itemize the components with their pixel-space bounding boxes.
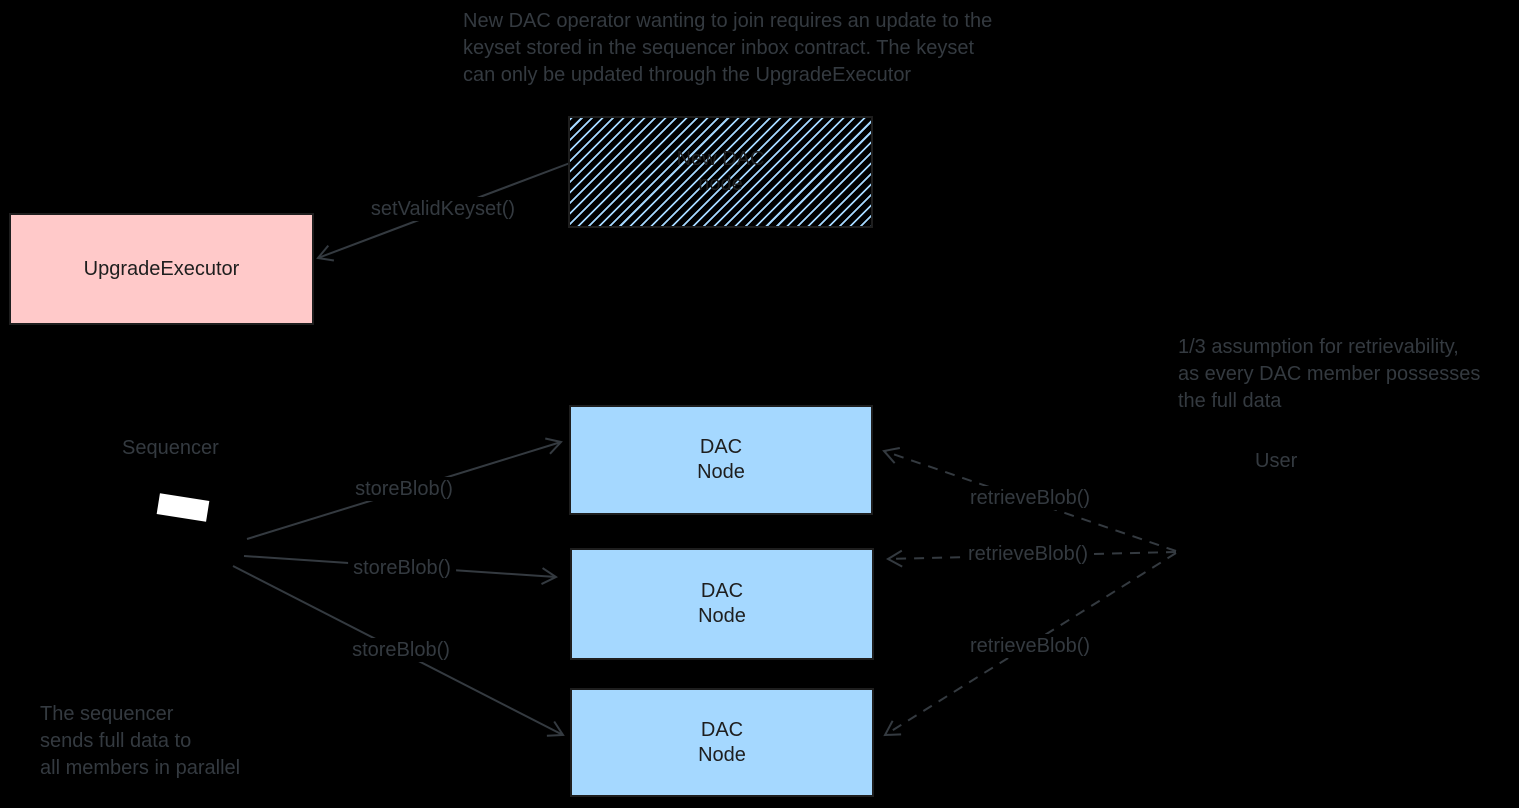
sequencer-note-line: sends full data to (40, 730, 192, 752)
retrieve-blob-label-1: retrieveBlob() (964, 486, 1096, 510)
retrievability-note-line: as every DAC member possesses (1178, 363, 1481, 385)
new-dac-node-label: New DAC (676, 148, 765, 170)
dac-node-label: Node (698, 605, 746, 627)
dac-node-label: DAC (699, 436, 743, 458)
user-label: User (1255, 450, 1298, 472)
set-valid-keyset-label: setValidKeyset() (365, 197, 521, 221)
dac-node-box-2: DAC Node (570, 548, 874, 660)
store-blob-label-3: storeBlob() (347, 638, 455, 662)
upgrade-executor-box: UpgradeExecutor (9, 213, 314, 325)
top-note-line: can only be updated through the UpgradeE… (463, 64, 912, 86)
retrievability-note: 1/3 assumption for retrievability, as ev… (1178, 334, 1480, 415)
upgrade-executor-label: UpgradeExecutor (83, 257, 240, 280)
dac-node-box-3: DAC Node (570, 688, 874, 797)
store-blob-label-2: storeBlob() (348, 556, 456, 580)
new-dac-node-label: node (698, 173, 743, 195)
sequencer-note-line: all members in parallel (40, 757, 241, 779)
retrieve-blob-label-2: retrieveBlob() (962, 542, 1094, 566)
dac-node-box-1: DAC Node (569, 405, 873, 515)
top-note-line: keyset stored in the sequencer inbox con… (463, 37, 975, 59)
top-note-line: New DAC operator wanting to join require… (463, 10, 993, 32)
dac-node-label: Node (697, 461, 745, 483)
top-note: New DAC operator wanting to join require… (463, 8, 992, 89)
sequencer-note-line: The sequencer (40, 703, 174, 725)
retrievability-note-line: 1/3 assumption for retrievability, (1178, 336, 1459, 358)
dac-node-label: DAC (700, 580, 744, 602)
retrieve-blob-arrow-1 (882, 446, 1177, 552)
new-dac-node-box: New DAC node (568, 116, 873, 228)
sequencer-note: The sequencer sends full data to all mem… (40, 701, 240, 782)
retrievability-note-line: the full data (1178, 390, 1282, 412)
sequencer-label: Sequencer (122, 437, 219, 459)
store-blob-label-1: storeBlob() (350, 477, 458, 501)
retrieve-blob-label-3: retrieveBlob() (964, 634, 1096, 658)
dac-node-label: Node (698, 743, 746, 766)
dac-node-label: DAC (700, 718, 744, 741)
